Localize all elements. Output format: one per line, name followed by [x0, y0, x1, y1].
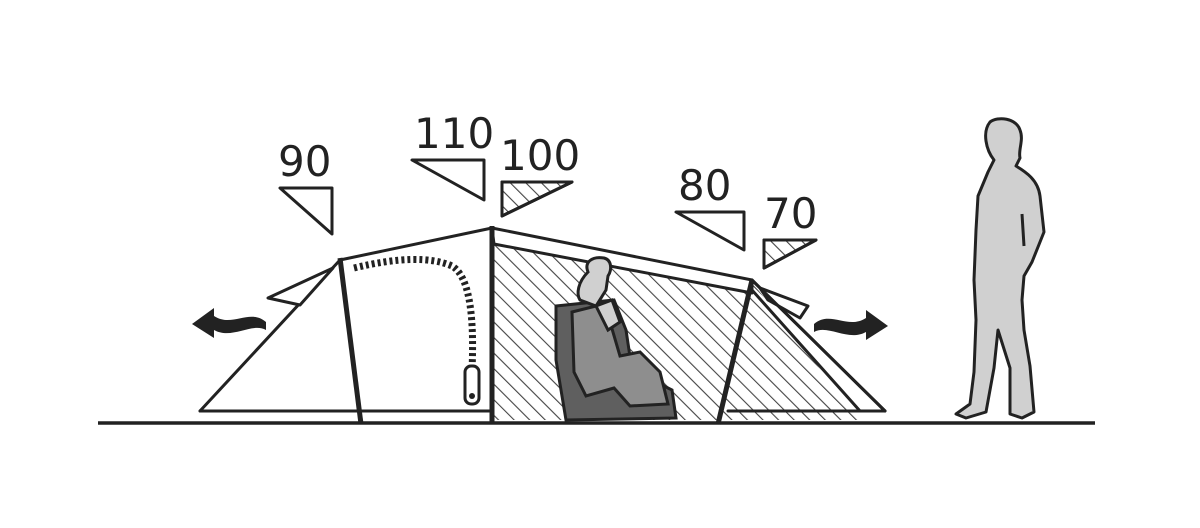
height-marker-inner-tent: 100: [500, 131, 580, 218]
height-label-outer-front: 90: [278, 137, 331, 186]
height-marker-outer-front: 90: [278, 137, 334, 236]
front-pole: [337, 257, 364, 425]
height-marker-rear-end: 70: [762, 189, 818, 270]
height-label-rear-end: 70: [764, 189, 817, 238]
height-marker-main-pole: 110: [410, 109, 494, 202]
airflow-arrow-left-icon: [192, 308, 266, 338]
airflow-arrow-right-icon: [814, 310, 888, 340]
height-label-inner-tent: 100: [500, 131, 580, 180]
front-vestibule: [198, 258, 362, 413]
rear-pole: [715, 279, 755, 425]
height-marker-rear-pole: 80: [674, 161, 746, 252]
zipper-icon: [353, 255, 481, 406]
height-label-rear-pole: 80: [678, 161, 731, 210]
standing-person-icon: [954, 117, 1046, 420]
seated-person-icon: [554, 256, 678, 422]
height-label-main-pole: 110: [414, 109, 494, 158]
